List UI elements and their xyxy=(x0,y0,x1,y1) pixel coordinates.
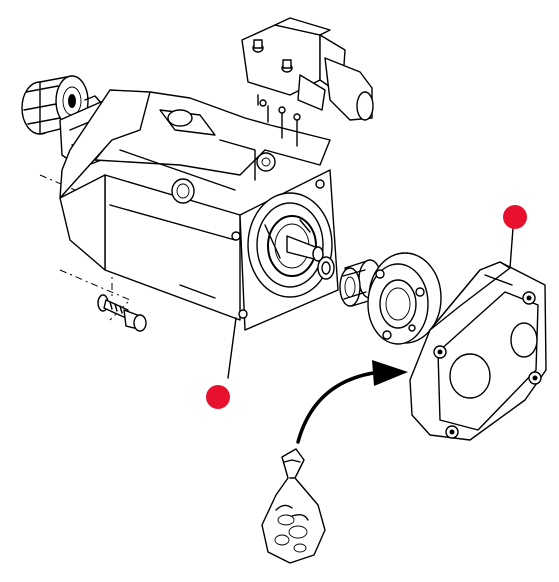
curved-arrow xyxy=(296,360,408,444)
seal-kit-bag xyxy=(261,448,326,564)
housing-front-flange xyxy=(247,192,333,298)
marker-end-cover[interactable] xyxy=(503,205,527,229)
valve-block xyxy=(241,17,374,147)
thrust-plate xyxy=(367,252,442,345)
leader-lines xyxy=(227,227,514,379)
screw-with-washer xyxy=(97,294,147,332)
shaft-seal xyxy=(317,256,335,280)
end-cover xyxy=(409,261,547,441)
marker-housing[interactable] xyxy=(206,385,230,409)
bearing-ring xyxy=(339,259,382,307)
